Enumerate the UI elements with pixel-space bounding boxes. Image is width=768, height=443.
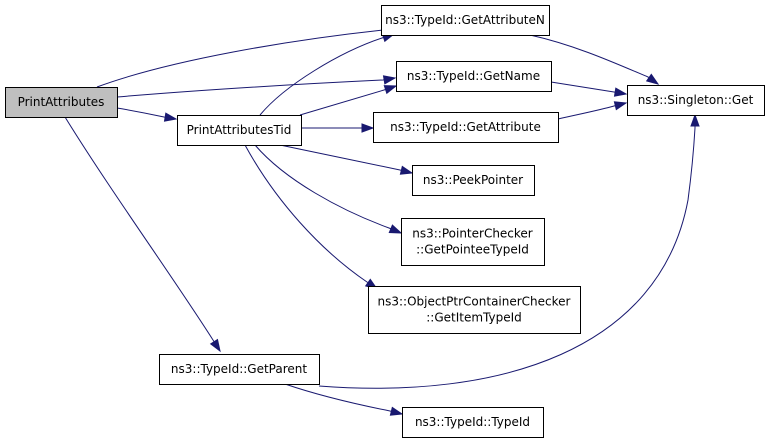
node-box: [373, 112, 559, 143]
node-label: ns3::TypeId::GetName: [407, 69, 540, 83]
edges-layer: [64, 25, 700, 416]
node-box: [412, 165, 535, 196]
node-label: ns3::TypeId::TypeId: [415, 415, 530, 429]
node-print-attributes-tid[interactable]: PrintAttributesTid: [177, 115, 302, 146]
edge-print-attributes-to-get-attribute-n: [96, 25, 397, 88]
node-box: [5, 87, 118, 118]
node-singleton-get[interactable]: ns3::Singleton::Get: [627, 85, 765, 116]
node-object-ptr-checker[interactable]: ns3::ObjectPtrContainerChecker::GetItemT…: [368, 286, 581, 334]
node-pointer-checker[interactable]: ns3::PointerChecker::GetPointeeTypeId: [401, 218, 545, 266]
edge-print-attributes-tid-to-object-ptr-checker: [244, 144, 379, 290]
arrow-head-icon: [613, 87, 628, 97]
node-label: PrintAttributesTid: [187, 123, 292, 137]
edge-line: [529, 34, 659, 85]
node-label: ns3::PointerChecker: [412, 227, 533, 241]
node-label: ns3::TypeId::GetAttribute: [390, 120, 541, 134]
node-type-id[interactable]: ns3::TypeId::TypeId: [402, 407, 544, 438]
edge-print-attributes-to-get-name: [116, 75, 397, 98]
node-box: [402, 407, 544, 438]
arrow-head-icon: [361, 123, 375, 133]
node-get-name[interactable]: ns3::TypeId::GetName: [396, 61, 552, 92]
edge-line: [116, 107, 177, 120]
edge-line: [96, 27, 396, 88]
arrow-head-icon: [613, 101, 628, 111]
edge-get-attribute-to-singleton-get: [557, 101, 628, 120]
edge-print-attributes-tid-to-get-attribute: [300, 123, 375, 133]
edge-line: [254, 144, 402, 234]
node-peek-pointer[interactable]: ns3::PeekPointer: [412, 165, 535, 196]
edge-line: [318, 115, 696, 389]
edge-get-parent-to-type-id: [284, 383, 404, 416]
node-label: ns3::Singleton::Get: [638, 93, 754, 107]
arrow-head-icon: [399, 165, 414, 175]
arrow-head-icon: [388, 224, 403, 234]
edge-line: [299, 85, 397, 116]
edge-line: [259, 33, 395, 116]
edge-get-name-to-singleton-get: [550, 81, 628, 97]
arrow-head-icon: [383, 85, 398, 95]
node-box: [177, 115, 302, 146]
arrow-head-icon: [163, 112, 178, 122]
arrow-head-icon: [690, 113, 700, 127]
node-get-parent[interactable]: ns3::TypeId::GetParent: [159, 354, 320, 385]
node-box: [401, 218, 545, 266]
node-box: [381, 5, 550, 36]
arrow-head-icon: [645, 73, 660, 85]
edge-line: [116, 77, 396, 98]
edge-line: [244, 144, 378, 290]
node-label: ns3::TypeId::GetParent: [171, 362, 307, 376]
node-get-attribute[interactable]: ns3::TypeId::GetAttribute: [373, 112, 559, 143]
edge-print-attributes-tid-to-peek-pointer: [279, 144, 414, 175]
node-get-attribute-n[interactable]: ns3::TypeId::GetAttributeN: [381, 5, 550, 36]
edge-line: [557, 102, 627, 120]
arrow-head-icon: [389, 406, 404, 416]
arrow-head-icon: [209, 338, 221, 353]
edge-get-attribute-n-to-singleton-get: [529, 34, 660, 85]
edge-print-attributes-to-get-parent: [64, 116, 221, 353]
node-label: ns3::ObjectPtrContainerChecker: [378, 295, 571, 309]
node-box: [368, 286, 581, 334]
edge-get-parent-to-singleton-get: [318, 113, 700, 389]
edge-print-attributes-tid-to-pointer-checker: [254, 144, 403, 234]
edge-print-attributes-tid-to-get-attribute-n: [259, 33, 396, 116]
edge-line: [279, 144, 413, 174]
node-label: PrintAttributes: [18, 95, 105, 109]
edge-line: [284, 383, 403, 415]
edge-print-attributes-to-print-attributes-tid: [116, 107, 178, 122]
node-label: ::GetPointeeTypeId: [416, 243, 529, 257]
arrow-head-icon: [382, 75, 397, 85]
node-box: [396, 61, 552, 92]
edge-line: [550, 81, 627, 95]
node-box: [627, 85, 765, 116]
node-box: [159, 354, 320, 385]
nodes-layer: PrintAttributesPrintAttributesTidns3::Ty…: [5, 5, 765, 438]
node-print-attributes[interactable]: PrintAttributes: [5, 87, 118, 118]
edge-print-attributes-tid-to-get-name: [299, 85, 398, 116]
edge-line: [64, 116, 221, 352]
node-label: ns3::PeekPointer: [423, 173, 523, 187]
node-label: ::GetItemTypeId: [426, 311, 522, 325]
node-label: ns3::TypeId::GetAttributeN: [385, 13, 545, 27]
